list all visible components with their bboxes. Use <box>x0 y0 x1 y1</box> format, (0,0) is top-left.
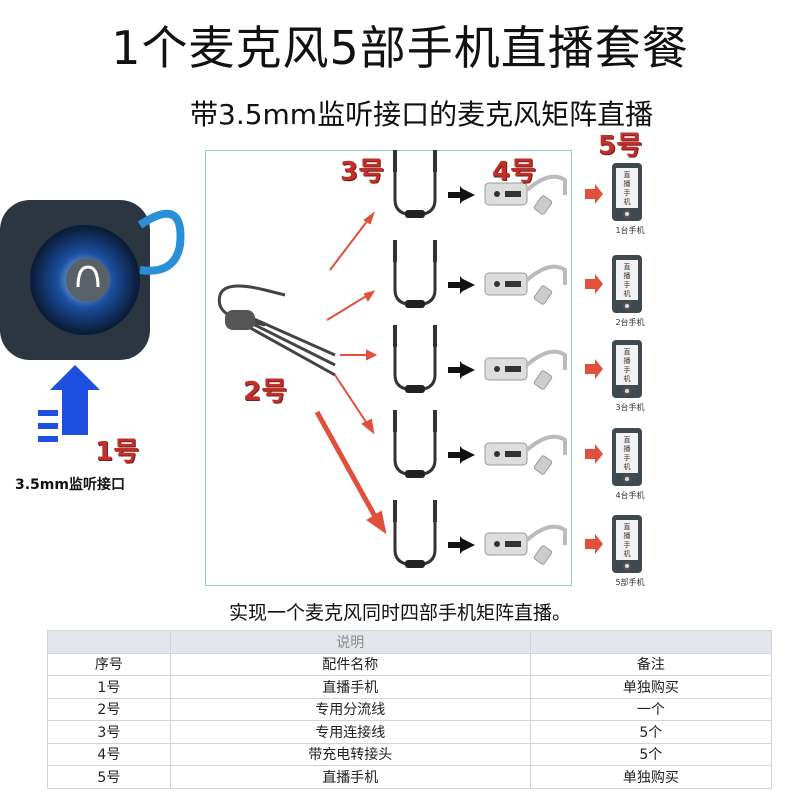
diagram-frame <box>205 150 572 586</box>
home-button-icon <box>623 562 631 570</box>
home-button-icon <box>623 475 631 483</box>
phone-screen-text: 直播手机 <box>616 520 638 560</box>
cable-row <box>393 240 603 308</box>
blue-arrow-icon <box>50 365 100 435</box>
table-cell: 专用分流线 <box>169 697 531 721</box>
table-cell: 带充电转接头 <box>169 742 531 766</box>
phone-screen-text: 直播手机 <box>616 168 638 208</box>
double-arrow-icon <box>448 276 475 294</box>
table-cell: 2号 <box>47 697 171 721</box>
table-cell: 5号 <box>47 765 171 789</box>
cable-row <box>393 500 603 568</box>
table-cell: 单独购买 <box>529 675 773 699</box>
phone-label: 4台手机 <box>615 491 645 500</box>
phone-label: 3台手机 <box>615 403 645 412</box>
double-arrow-icon <box>448 446 475 464</box>
col-name: 配件名称 <box>169 652 531 676</box>
page-title: 1个麦克风5部手机直播套餐 <box>111 21 689 75</box>
phone-label: 1台手机 <box>615 226 645 235</box>
caption: 实现一个麦克风同时四部手机矩阵直播。 <box>228 602 571 624</box>
table-cell: 单独购买 <box>529 765 773 789</box>
phone-screen-text: 直播手机 <box>616 433 638 473</box>
microphone-image <box>0 200 185 442</box>
table-cell: 一个 <box>529 697 773 721</box>
label-2: 2号 <box>243 377 288 407</box>
phone-screen-text: 直播手机 <box>616 345 638 385</box>
table-cell: 专用连接线 <box>169 720 531 744</box>
phone-screen-text: 直播手机 <box>616 260 638 300</box>
table-cell: 5个 <box>529 720 773 744</box>
label-3: 3号 <box>340 157 385 187</box>
col-note: 备注 <box>529 652 773 676</box>
table-cell <box>47 630 171 654</box>
col-number: 序号 <box>47 652 171 676</box>
phone-label: 5部手机 <box>615 578 645 587</box>
label-4: 4号 <box>492 157 537 187</box>
label-1: 1号 <box>95 437 140 467</box>
cable-row <box>393 150 603 218</box>
table-cell: 3号 <box>47 720 171 744</box>
phone: 直播手机 <box>612 340 642 398</box>
table-group-header: 说明 <box>169 630 531 654</box>
table-cell: 5个 <box>529 742 773 766</box>
phone: 直播手机 <box>612 428 642 486</box>
double-arrow-icon <box>448 536 475 554</box>
label-5: 5号 <box>598 131 643 161</box>
table-cell <box>529 630 773 654</box>
phone: 直播手机 <box>612 255 642 313</box>
monitor-port-label: 3.5mm监听接口 <box>15 477 125 493</box>
red-arrow-icon <box>585 444 603 464</box>
phone: 直播手机 <box>612 515 642 573</box>
home-button-icon <box>623 387 631 395</box>
table-cell: 1号 <box>47 675 171 699</box>
home-button-icon <box>623 210 631 218</box>
table-row: 1号直播手机单独购买 <box>47 675 773 699</box>
table-cell: 直播手机 <box>169 675 531 699</box>
table-row: 2号专用分流线一个 <box>47 697 773 721</box>
red-arrow-icon <box>585 534 603 554</box>
table-cell: 4号 <box>47 742 171 766</box>
red-arrow-icon <box>585 359 603 379</box>
phone: 直播手机 <box>612 163 642 221</box>
home-button-icon <box>623 302 631 310</box>
cable-diagram <box>217 150 603 568</box>
double-arrow-icon <box>448 186 475 204</box>
subtitle: 带3.5mm监听接口的麦克风矩阵直播 <box>190 98 654 131</box>
headphone-icon <box>66 258 110 302</box>
cable-row <box>393 325 603 393</box>
table-header-row: 序号配件名称备注 <box>47 652 773 676</box>
red-arrow-icon <box>585 184 603 204</box>
phone-label: 2台手机 <box>615 318 645 327</box>
red-arrow-icon <box>585 274 603 294</box>
double-arrow-icon <box>448 361 475 379</box>
table-cell: 直播手机 <box>169 765 531 789</box>
table-row: 5号直播手机单独购买 <box>47 765 773 789</box>
cable-row <box>393 410 603 478</box>
